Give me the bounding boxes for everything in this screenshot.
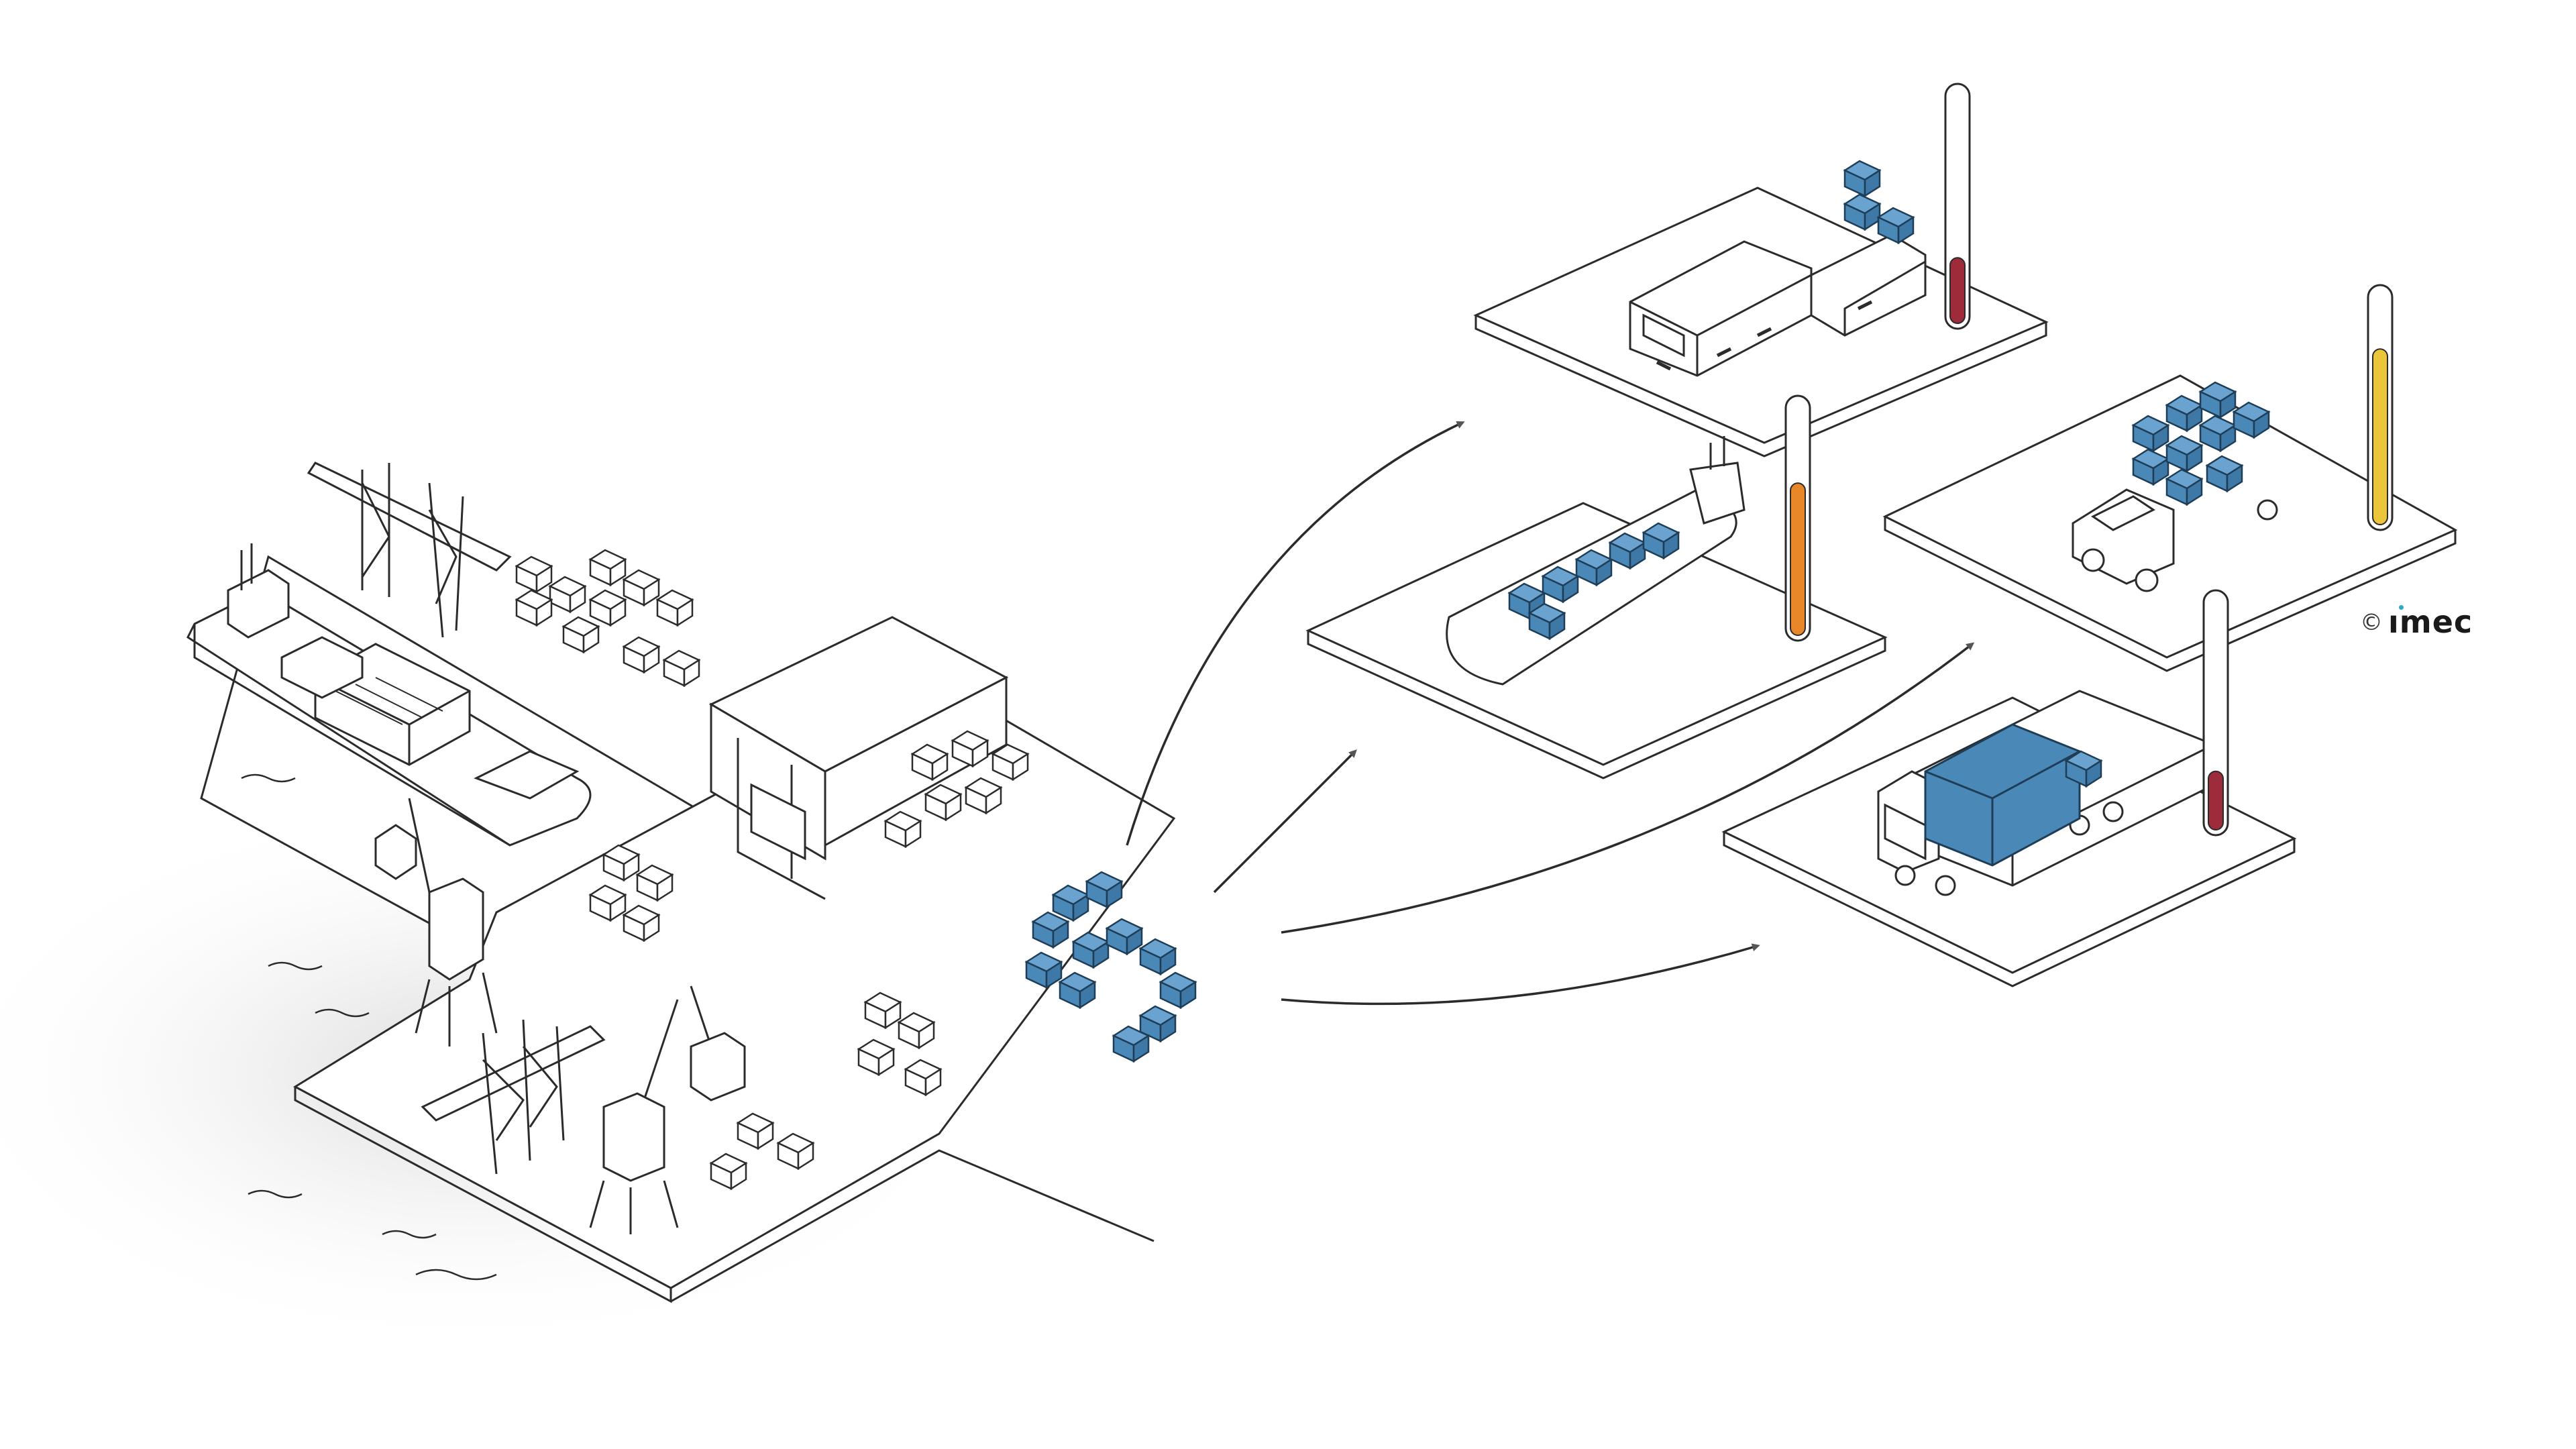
- train-icon: [1629, 233, 1927, 377]
- quay-edge: [294, 1087, 1155, 1303]
- arrow-to-truck: [1281, 943, 1760, 1006]
- truck-platform: [1721, 690, 2297, 987]
- van-platform-thermometer-level: [2372, 348, 2388, 525]
- rail-platform: [1473, 160, 2049, 458]
- port-area: [0, 462, 1176, 1355]
- water-waves-icon: [241, 773, 497, 1281]
- arrow-to-ship: [1213, 749, 1357, 894]
- train-cargo: [1843, 160, 1915, 244]
- cargo-boxes-icon: [515, 549, 700, 687]
- harbor-crane-2-icon: [589, 985, 746, 1234]
- rail-platform-thermometer-icon: [1944, 83, 1971, 330]
- gantry-crane-lower-icon: [421, 1019, 606, 1175]
- delivery-van-icon: [2072, 488, 2278, 592]
- harbor-crane-icon: [374, 798, 498, 1046]
- ship-platform-thermometer-level: [1790, 482, 1806, 637]
- gantry-crane-icon: [307, 462, 512, 638]
- ship-containers: [280, 636, 471, 766]
- distribution-arrows: [1126, 421, 1975, 1006]
- truck-cargo: [1924, 723, 2102, 867]
- van-platform-thermometer-icon: [2367, 284, 2394, 531]
- van-platform: [1882, 374, 2458, 672]
- thermometers: [1784, 83, 2394, 837]
- truck-platform-thermometer-icon: [2202, 589, 2229, 837]
- ship-platform-thermometer-icon: [1784, 394, 1811, 642]
- logo-dot: [2399, 605, 2404, 610]
- copyright-mark: ©: [2360, 609, 2383, 636]
- truck-platform-thermometer-level: [2208, 770, 2224, 830]
- arrow-to-rail: [1126, 421, 1465, 846]
- arrow-to-van: [1281, 642, 1975, 934]
- imec-logo: ımec: [2388, 604, 2473, 640]
- rail-platform-thermometer-level: [1949, 257, 1966, 324]
- cargo-ship-icon: [186, 543, 592, 847]
- ship-platform: [1305, 436, 1888, 780]
